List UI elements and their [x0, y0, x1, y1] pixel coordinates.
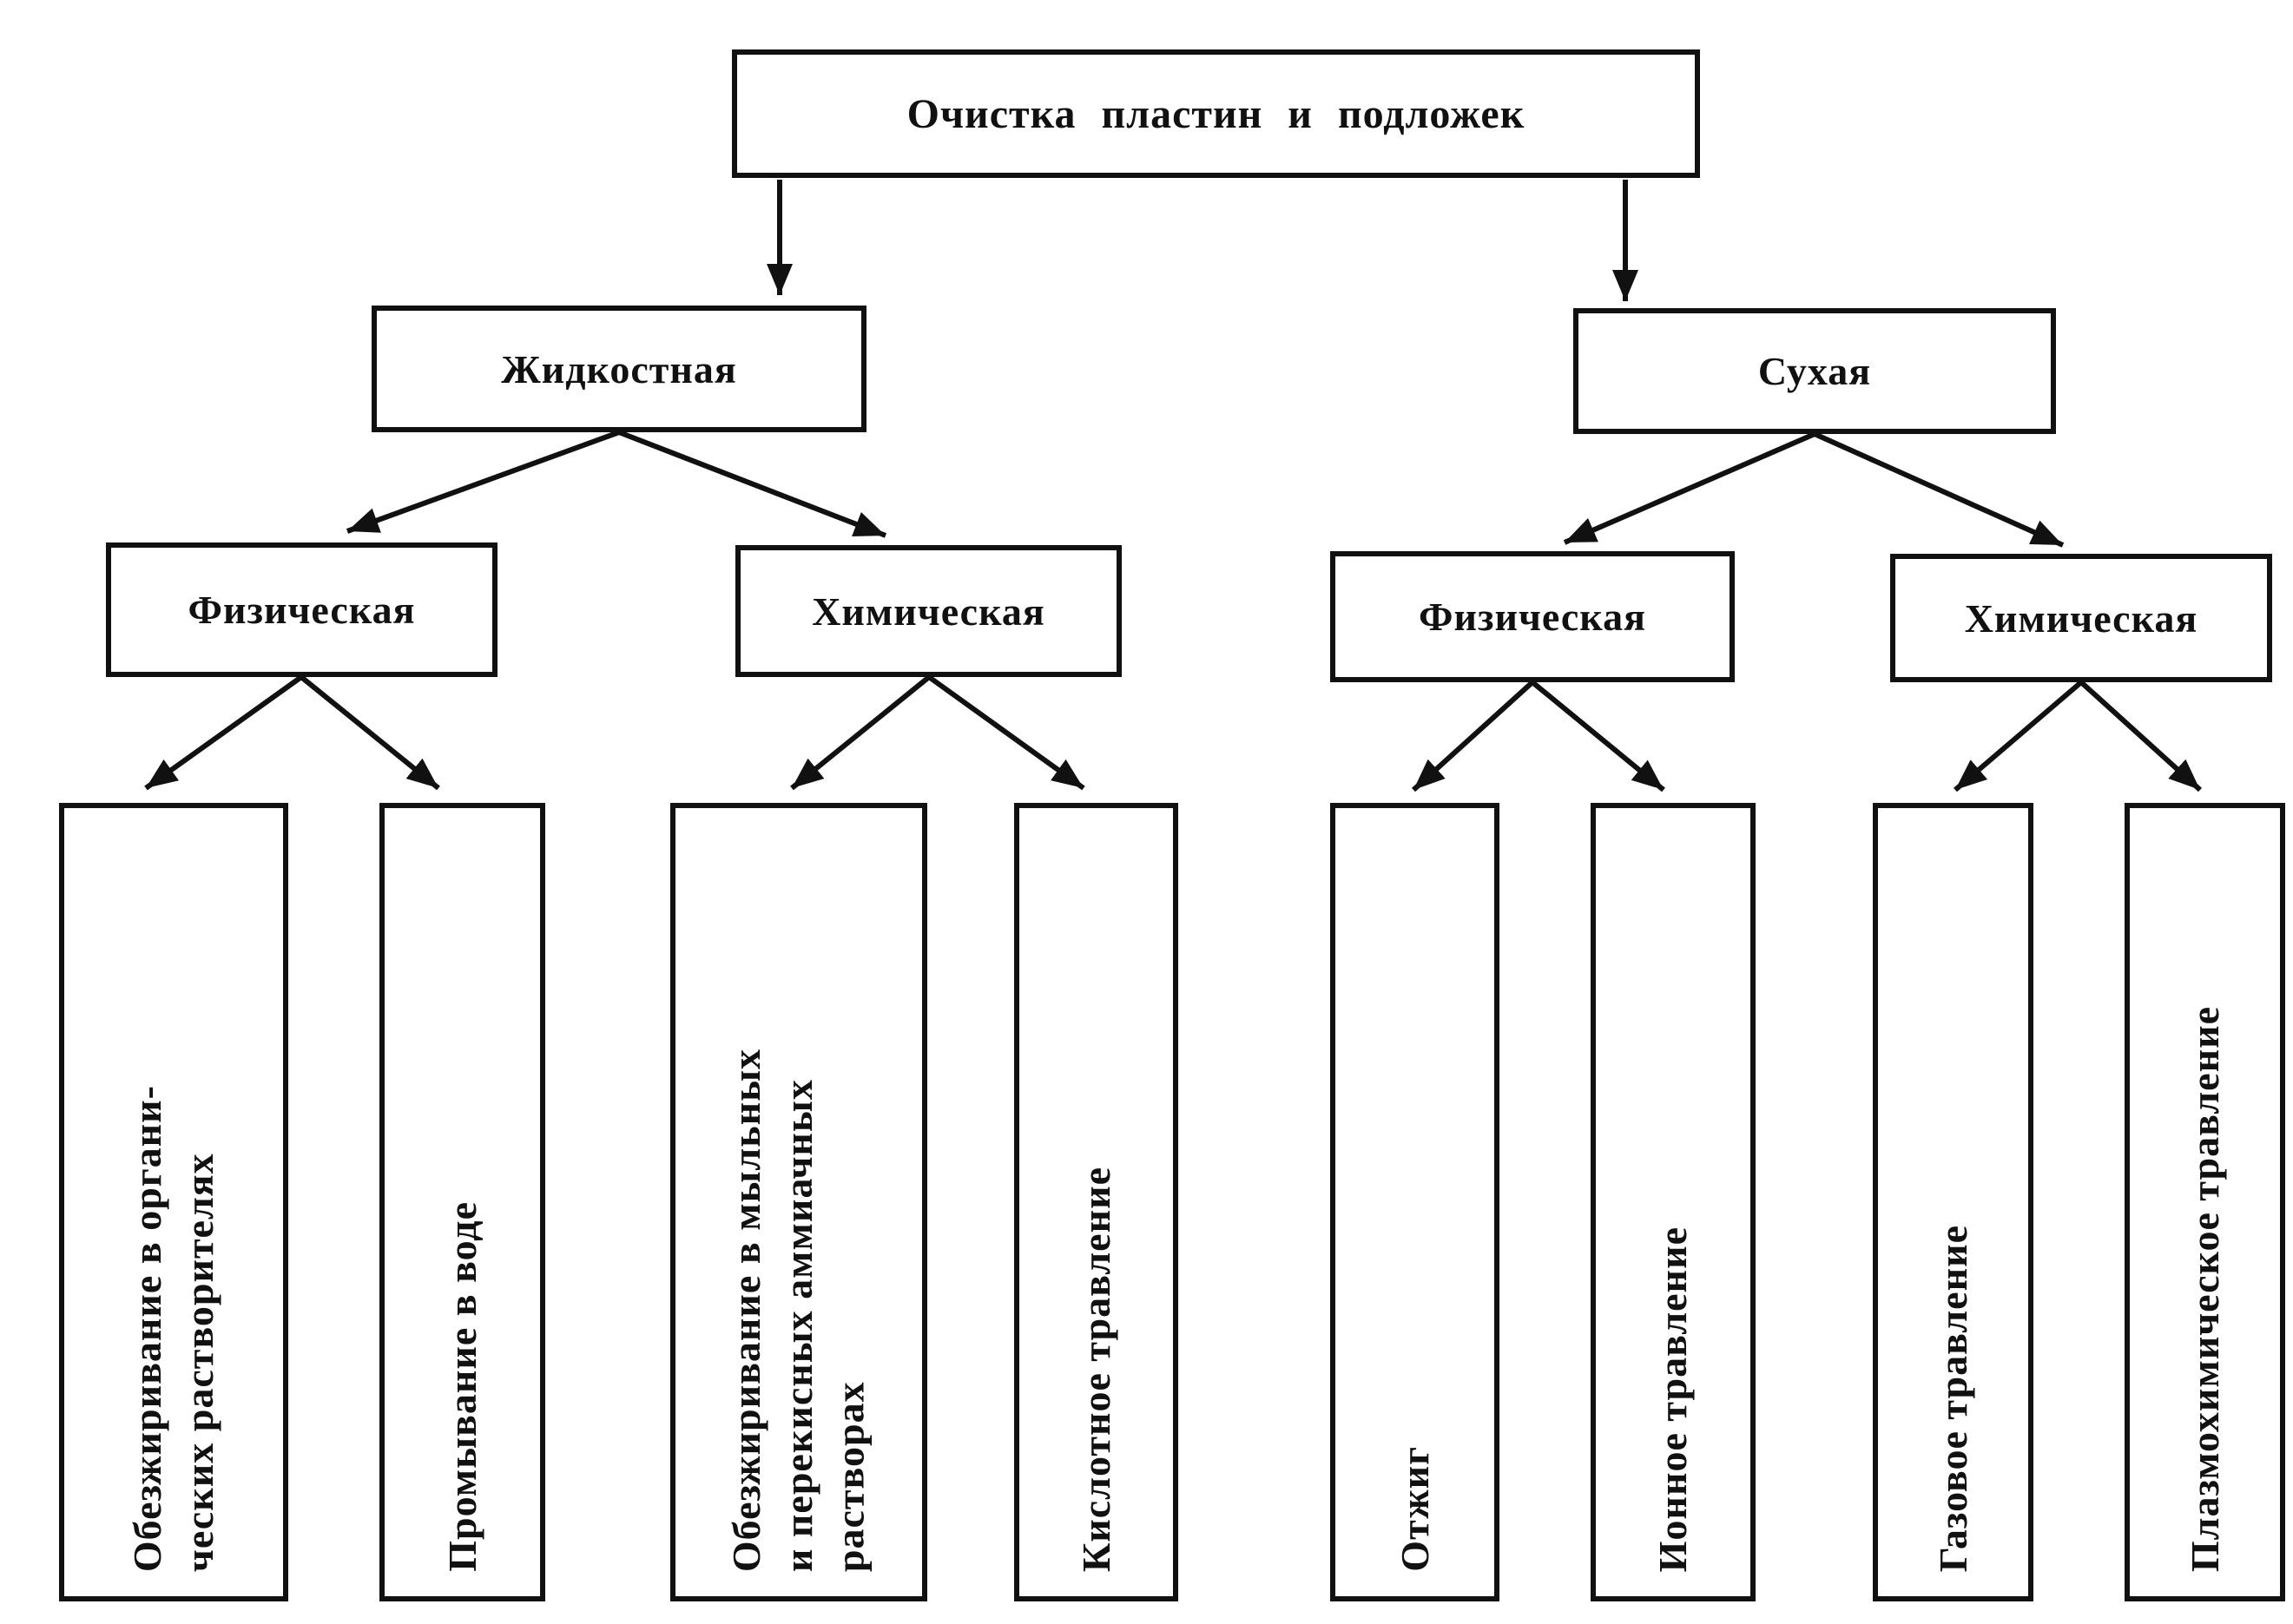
node-liquid: Жидкостная: [372, 306, 866, 432]
node-dry: Сухая: [1573, 308, 2056, 434]
node-liquid-chemical: Химическая: [735, 545, 1122, 677]
leaf-soap-degrease: Обезжиривание в мыльных и перекисных амм…: [670, 803, 927, 1601]
arrow-liquid-to-chemical: [617, 430, 887, 538]
leaf-gas-etch-label: Газовое травление: [1930, 1224, 1975, 1572]
arrow-to-ion-etch: [1531, 680, 1665, 792]
node-dry-physical-label: Физическая: [1418, 595, 1647, 639]
node-root-title: Очистка пластин и подложек: [732, 49, 1700, 178]
leaf-organic-degrease: Обезжиривание в органи- ческих растворит…: [59, 803, 288, 1601]
arrow-to-water-rinse: [300, 674, 440, 791]
arrow-to-plasma-etch: [2079, 680, 2203, 792]
arrow-dry-to-chemical: [1813, 431, 2065, 548]
leaf-ion-etch: Ионное травление: [1591, 803, 1756, 1601]
arrow-liquid-to-physical: [346, 430, 621, 534]
node-dry-label: Сухая: [1757, 349, 1872, 393]
leaf-water-rinse: Промывание в воде: [379, 803, 545, 1601]
node-liquid-physical: Физическая: [106, 542, 497, 677]
leaf-gas-etch: Газовое травление: [1873, 803, 2033, 1601]
leaf-organic-degrease-label: Обезжиривание в органи- ческих растворит…: [125, 1084, 221, 1572]
leaf-acid-etch: Кислотное травление: [1014, 803, 1178, 1601]
leaf-ion-etch-label: Ионное травление: [1651, 1226, 1696, 1572]
node-dry-chemical: Химическая: [1890, 554, 2272, 682]
leaf-plasma-etch-label: Плазмохимическое травление: [2182, 1005, 2227, 1572]
leaf-anneal: Отжиг: [1330, 803, 1499, 1601]
node-liquid-physical-label: Физическая: [188, 588, 416, 632]
arrow-dry-to-physical: [1563, 431, 1816, 545]
leaf-anneal-label: Отжиг: [1392, 1446, 1437, 1572]
leaf-plasma-etch: Плазмохимическое травление: [2125, 803, 2285, 1601]
arrow-to-acid-etch: [927, 674, 1085, 791]
arrow-to-anneal: [1411, 680, 1535, 792]
leaf-water-rinse-label: Промывание в воде: [439, 1201, 484, 1572]
arrow-to-gas-etch: [1954, 680, 2083, 792]
leaf-soap-degrease-label: Обезжиривание в мыльных и перекисных амм…: [724, 1048, 873, 1572]
arrow-to-soap-degrease: [790, 674, 931, 791]
leaf-acid-etch-label: Кислотное травление: [1073, 1166, 1118, 1572]
arrow-to-organic-degrease: [144, 674, 303, 791]
node-liquid-label: Жидкостная: [501, 346, 737, 391]
node-liquid-chemical-label: Химическая: [812, 588, 1045, 634]
node-dry-chemical-label: Химическая: [1964, 595, 2198, 641]
node-root-label: Очистка пластин и подложек: [906, 90, 1525, 137]
node-dry-physical: Физическая: [1330, 551, 1735, 682]
